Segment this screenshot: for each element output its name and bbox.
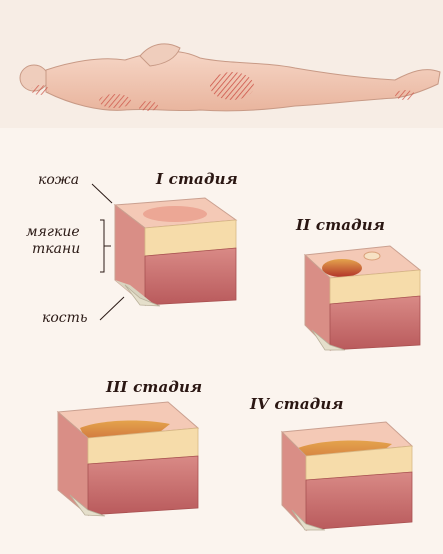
bone-leader [100,297,124,320]
stage3-muscle-layer [88,456,198,515]
skin-label: кожа [38,172,79,188]
stage3-tissue-block [58,402,198,516]
soft-tissue-label-line2: ткани [32,241,80,257]
soft-tissue-label-line1: мягкие [26,224,80,240]
stage4-title: IV стадия [250,395,344,413]
stage2-blister [364,252,380,260]
stage1-redness [143,206,207,222]
head-pressure-zone [31,85,49,95]
stage2-tissue-block [305,246,420,350]
stage1-tissue-block [115,198,236,306]
stage2-wound [322,259,362,277]
lying-body-figure [20,44,440,111]
skin-leader [92,184,112,203]
stage3-title: III стадия [106,378,202,396]
stage4-muscle-layer [306,472,412,530]
stage1-muscle-layer [145,248,236,305]
bone-label: кость [42,310,88,326]
heel-pressure-zone [395,90,415,100]
stage1-title: I стадия [156,170,238,188]
elbow-pressure-zone [138,101,158,111]
sacrum-pressure-zone [210,72,254,100]
back-pressure-zone [99,94,131,108]
stage2-title: II стадия [296,216,385,234]
stage2-muscle-layer [330,296,420,350]
soft-tissue-bracket [100,220,104,272]
stage4-tissue-block [282,422,412,530]
